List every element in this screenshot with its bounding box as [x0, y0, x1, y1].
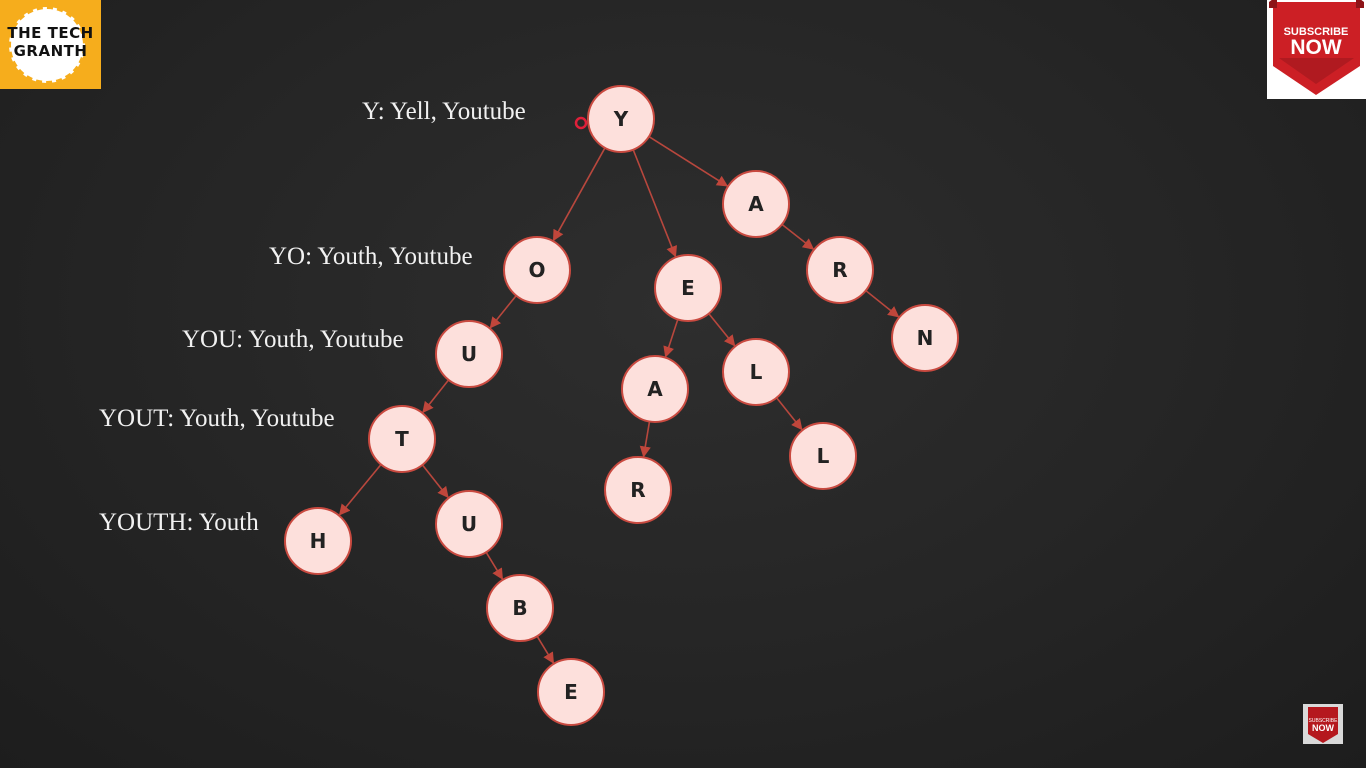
label-prefix-yo: YO: Youth, Youtube	[269, 243, 473, 270]
trie-edge-a1-r1	[781, 223, 815, 250]
trie-node-letter: R	[630, 478, 645, 502]
trie-node-letter: H	[310, 529, 327, 553]
channel-logo: THE TECH GRANTH	[0, 0, 101, 89]
trie-nodes: Y O U T H U B E E A R L L A R N	[284, 85, 959, 726]
logo-text-line2: GRANTH	[13, 42, 88, 60]
trie-node-circle	[654, 254, 722, 322]
trie-edge-t-h	[338, 463, 382, 516]
trie-edge-t-u2	[421, 464, 449, 499]
trie-node-r2: R	[604, 456, 672, 524]
subscribe-watermark-line1: SUBSCRIBE	[1309, 718, 1339, 724]
subscribe-button[interactable]: SUBSCRIBE NOW	[1267, 0, 1366, 99]
trie-edge-root-a1	[648, 135, 729, 187]
trie-node-a1: A	[722, 170, 790, 238]
label-prefix-you: YOU: Youth, Youtube	[182, 326, 404, 353]
trie-node-letter: U	[461, 342, 477, 366]
trie-node-circle	[435, 490, 503, 558]
trie-node-circle	[435, 320, 503, 388]
label-prefix-youth: YOUTH: Youth	[99, 509, 259, 536]
trie-edge-u1-t	[422, 379, 450, 414]
trie-node-letter: R	[832, 258, 847, 282]
trie-node-r1: R	[806, 236, 874, 304]
trie-edge-r1-n	[865, 289, 900, 318]
subscribe-text-line2: NOW	[1290, 36, 1342, 59]
trie-node-letter: T	[395, 427, 409, 451]
trie-node-circle	[486, 574, 554, 642]
trie-node-u1: U	[435, 320, 503, 388]
trie-edge-l1-l2	[775, 397, 803, 431]
cursor-pointer-icon	[574, 116, 588, 130]
trie-edge-b-e2	[536, 635, 555, 664]
trie-node-circle	[503, 236, 571, 304]
trie-node-l2: L	[789, 422, 857, 490]
trie-node-circle	[722, 338, 790, 406]
trie-node-circle	[587, 85, 655, 153]
trie-node-letter: Y	[613, 107, 629, 131]
trie-node-letter: E	[681, 276, 695, 300]
trie-node-letter: O	[528, 258, 545, 282]
trie-node-circle	[789, 422, 857, 490]
trie-edge-a2-r2	[639, 421, 651, 458]
subscribe-text-line1: SUBSCRIBE	[1284, 26, 1349, 38]
trie-node-e2: E	[537, 658, 605, 726]
trie-node-letter: U	[461, 512, 477, 536]
subscribe-watermark-line2: NOW	[1312, 723, 1335, 733]
trie-node-l1: L	[722, 338, 790, 406]
trie-edges	[338, 135, 900, 664]
trie-node-h: H	[284, 507, 352, 575]
logo-text-line1: THE TECH	[7, 24, 94, 42]
logo-badge	[9, 7, 85, 83]
trie-node-circle	[891, 304, 959, 372]
trie-node-circle	[604, 456, 672, 524]
trie-node-circle	[806, 236, 874, 304]
trie-node-letter: A	[748, 192, 764, 216]
trie-node-e1: E	[654, 254, 722, 322]
trie-node-t: T	[368, 405, 436, 473]
trie-node-letter: L	[817, 444, 830, 468]
trie-node-letter: B	[512, 596, 527, 620]
trie-node-root: Y	[587, 85, 655, 153]
trie-node-u2: U	[435, 490, 503, 558]
subscribe-watermark-icon: SUBSCRIBE NOW	[1308, 707, 1339, 743]
trie-edge-e1-l1	[708, 313, 736, 347]
label-prefix-yout: YOUT: Youth, Youtube	[99, 405, 335, 432]
subscribe-watermark[interactable]: SUBSCRIBE NOW	[1303, 704, 1343, 744]
trie-edge-e1-a2	[663, 319, 679, 358]
trie-node-a2: A	[621, 355, 689, 423]
trie-node-letter: A	[647, 377, 663, 401]
trie-node-letter: L	[750, 360, 763, 384]
trie-node-circle	[368, 405, 436, 473]
trie-node-circle	[537, 658, 605, 726]
trie-node-circle	[722, 170, 790, 238]
trie-edge-root-o	[552, 147, 606, 242]
trie-edge-root-e1	[632, 149, 677, 258]
trie-node-circle	[621, 355, 689, 423]
trie-node-circle	[284, 507, 352, 575]
trie-node-letter: E	[564, 680, 578, 704]
trie-edge-o-u1	[489, 295, 517, 329]
trie-node-n: N	[891, 304, 959, 372]
trie-node-b: B	[486, 574, 554, 642]
trie-node-letter: N	[917, 326, 934, 350]
subscribe-ribbon-icon: SUBSCRIBE NOW	[1269, 0, 1364, 95]
label-prefix-y: Y: Yell, Youtube	[362, 98, 526, 125]
trie-edge-u2-b	[485, 551, 504, 580]
trie-node-o: O	[503, 236, 571, 304]
